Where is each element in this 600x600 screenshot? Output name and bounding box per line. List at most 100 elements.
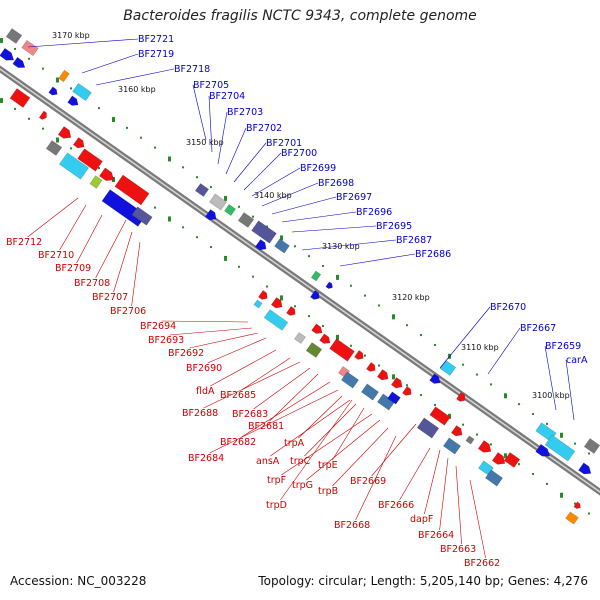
- gene-arrow: [402, 386, 412, 396]
- gene-block: [263, 309, 289, 331]
- reverse-leader-line: [59, 204, 87, 251]
- reverse-gene-label: BF2688: [182, 408, 218, 419]
- gene-block: [77, 148, 103, 172]
- tick-mark: [518, 403, 520, 406]
- tick-mark: [70, 87, 72, 90]
- scale-label: 3110 kbp: [461, 343, 499, 352]
- forward-leader-line: [291, 225, 377, 233]
- gene-arrow: [573, 501, 581, 509]
- tick-mark: [546, 482, 548, 485]
- forward-gene-label: BF2695: [376, 221, 412, 232]
- forward-leader-line: [439, 306, 491, 369]
- tick-mark: [154, 206, 156, 209]
- reverse-leader-line: [332, 407, 365, 461]
- tick-mark: [336, 274, 339, 280]
- reverse-leader-line: [469, 479, 486, 559]
- reverse-leader-line: [203, 361, 301, 409]
- forward-leader-line: [339, 253, 416, 267]
- reverse-leader-line: [355, 435, 397, 521]
- reverse-leader-line: [332, 427, 389, 487]
- reverse-gene-label: BF2684: [188, 453, 224, 464]
- forward-gene-label: BF2704: [209, 91, 245, 102]
- reverse-leader-line: [161, 320, 249, 323]
- tick-mark: [140, 136, 142, 139]
- tick-mark: [490, 383, 492, 386]
- reverse-gene-label: dapF: [410, 514, 433, 525]
- tick-mark: [98, 167, 100, 170]
- forward-leader-line: [251, 167, 301, 197]
- tick-mark: [196, 176, 198, 179]
- gene-block: [45, 140, 63, 156]
- reverse-leader-line: [207, 337, 267, 364]
- forward-gene-label: BF2687: [396, 235, 432, 246]
- tick-mark: [70, 147, 72, 150]
- forward-gene-label: BF2721: [138, 34, 174, 45]
- tick-mark: [182, 226, 184, 229]
- reverse-gene-label: trpG: [292, 480, 313, 491]
- forward-gene-labels: BF2721BF2719BF2718BF2705BF2704BF2703BF27…: [138, 34, 588, 366]
- reverse-gene-label: BF2669: [350, 476, 386, 487]
- gene-block: [416, 417, 440, 439]
- forward-gene-label: BF2686: [415, 249, 451, 260]
- gene-block: [305, 342, 323, 358]
- forward-gene-label: BF2697: [336, 192, 372, 203]
- forward-leader-line: [301, 239, 397, 251]
- reverse-gene-labels: BF2712BF2710BF2709BF2708BF2707BF2706BF26…: [6, 237, 500, 569]
- tick-mark: [574, 442, 576, 445]
- forward-leader-line: [192, 84, 207, 141]
- tick-mark: [238, 205, 240, 208]
- tick-mark: [434, 403, 436, 406]
- tick-mark: [308, 315, 310, 318]
- forward-leader-line: [95, 68, 175, 86]
- reverse-gene-label: BF2712: [6, 237, 42, 248]
- gene-features: [0, 28, 600, 525]
- gene-block: [387, 391, 401, 405]
- gene-block: [58, 69, 70, 83]
- forward-gene-label: BF2699: [300, 163, 336, 174]
- tick-mark: [294, 305, 296, 308]
- gene-arrow: [366, 362, 376, 372]
- reverse-gene-label: BF2693: [148, 335, 184, 346]
- forward-gene-label: BF2700: [281, 148, 317, 159]
- scale-label: 3150 kbp: [186, 138, 224, 147]
- reverse-gene-label: BF2662: [464, 558, 500, 569]
- forward-gene-label: BF2701: [266, 138, 302, 149]
- tick-mark: [378, 364, 380, 367]
- gene-block: [485, 469, 503, 487]
- gene-arrow: [390, 377, 403, 389]
- reverse-gene-label: BF2694: [140, 321, 176, 332]
- reverse-gene-label: BF2668: [334, 520, 370, 531]
- tick-mark: [504, 393, 507, 399]
- reverse-leader-line: [241, 381, 331, 438]
- gene-arrow: [72, 137, 85, 149]
- tick-mark: [476, 373, 478, 376]
- tick-mark: [56, 137, 59, 143]
- tick-mark: [420, 334, 422, 337]
- tick-mark: [14, 47, 16, 50]
- forward-leader-line: [487, 327, 521, 375]
- tick-mark: [42, 67, 44, 70]
- reverse-gene-label: trpF: [267, 475, 286, 486]
- gene-block: [89, 175, 103, 189]
- tick-mark: [532, 413, 534, 416]
- gene-block: [310, 270, 322, 282]
- gene-block: [5, 28, 23, 44]
- tick-mark: [252, 215, 254, 218]
- reverse-gene-label: trpA: [284, 438, 305, 449]
- tick-mark: [294, 245, 296, 248]
- gene-block: [329, 338, 355, 362]
- tick-mark: [154, 146, 156, 149]
- tick-mark: [546, 422, 548, 425]
- forward-leader-line: [565, 359, 575, 421]
- tick-mark: [420, 394, 422, 397]
- tick-mark: [168, 216, 171, 222]
- forward-gene-label: BF2667: [520, 323, 556, 334]
- gene-arrow: [578, 462, 592, 475]
- tick-mark: [350, 344, 352, 347]
- reverse-gene-label: fldA: [196, 386, 215, 397]
- tick-marks: [0, 38, 590, 515]
- gene-block: [251, 220, 277, 244]
- tick-mark: [168, 156, 171, 162]
- forward-gene-label: BF2703: [227, 107, 263, 118]
